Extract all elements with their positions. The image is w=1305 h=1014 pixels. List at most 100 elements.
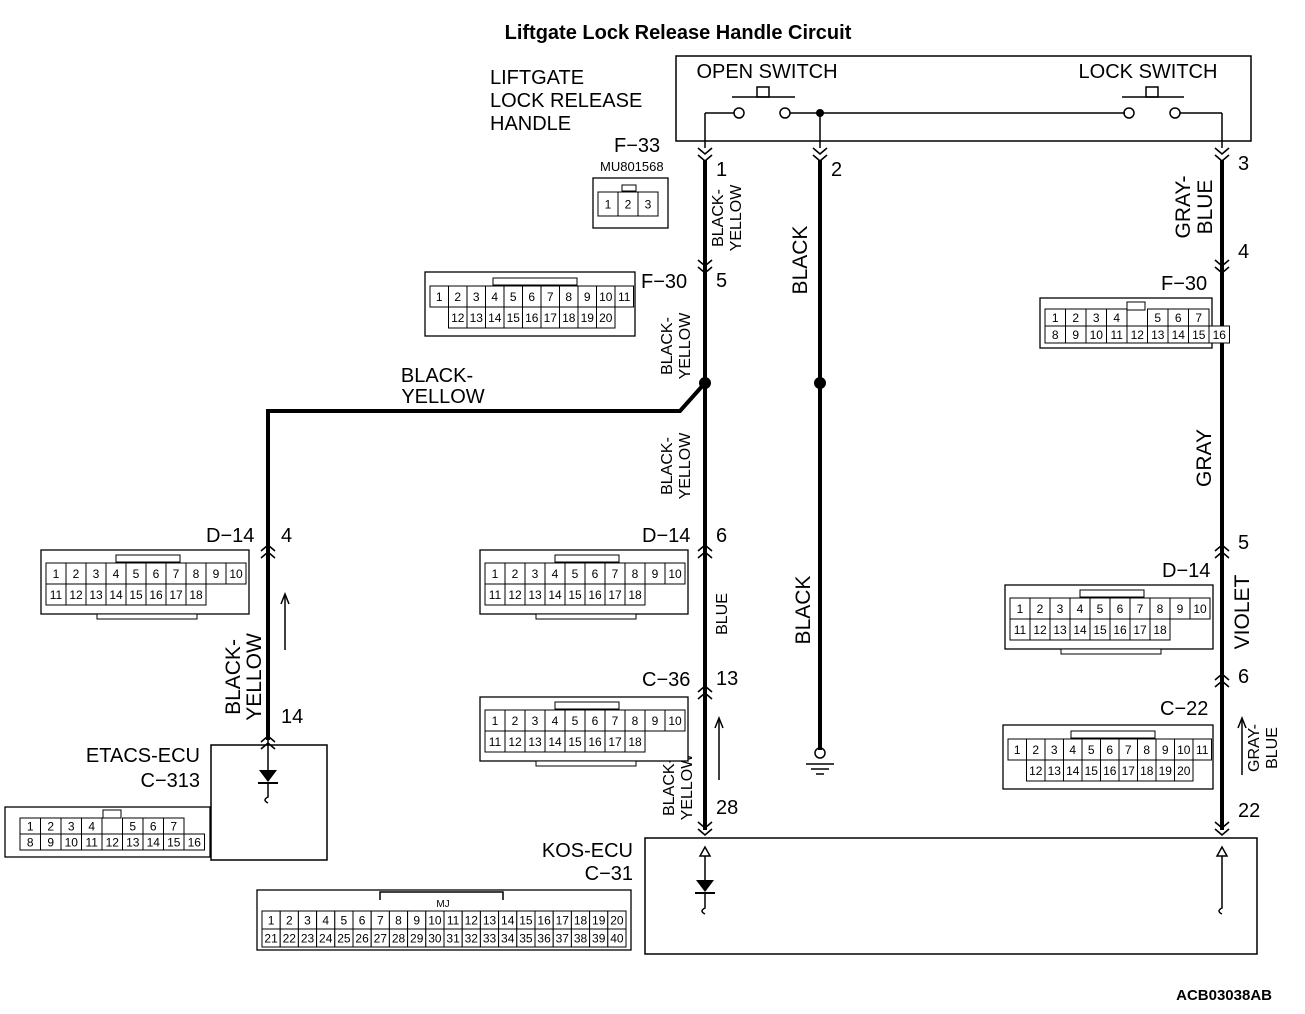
connector-pin-number: 18 — [189, 588, 203, 602]
connector-chevron — [260, 734, 276, 743]
wire-label-gray: GRAY — [1193, 429, 1216, 487]
current-arrow-icon — [714, 715, 724, 780]
connector-pin-number: 5 — [1154, 311, 1161, 325]
connector-pin-cell — [183, 833, 205, 851]
svg-text:BLACK-: BLACK- — [222, 639, 245, 715]
connector-pin-number: 14 — [548, 588, 562, 602]
connector-pin-number: 15 — [167, 836, 181, 850]
current-arrow-icon — [1237, 715, 1247, 775]
connector-pin-number: 14 — [488, 311, 502, 325]
connector-pin-number: 3 — [1051, 743, 1058, 757]
connector-pin-number: 8 — [1157, 602, 1164, 616]
pin-28: 28 — [716, 797, 738, 819]
connector-chevron — [812, 147, 828, 156]
svg-text:YELLOW: YELLOW — [677, 312, 694, 380]
connector-pin-number: 2 — [286, 914, 293, 928]
connector-f33-label: F−33 — [614, 135, 660, 157]
handle-label-line1: LIFTGATE — [490, 67, 584, 89]
connector-pin-number: 14 — [1073, 623, 1087, 637]
connector-chevron — [697, 259, 713, 268]
connector-pin-number: 11 — [50, 588, 63, 602]
connector-pin-number: 8 — [1143, 743, 1150, 757]
connector-d14-right-label: D−14 — [1162, 560, 1210, 582]
connector-pin-cell — [664, 709, 686, 732]
connector-pin-number: 16 — [188, 836, 202, 850]
connector-chevron — [1214, 550, 1230, 559]
connector-pin-number: 3 — [532, 567, 539, 581]
connector-chevron — [1214, 154, 1230, 163]
connector-pin-number: 19 — [581, 311, 595, 325]
pin-2: 2 — [831, 159, 842, 181]
connector-pin-number: 6 — [153, 567, 160, 581]
connector-pin-number: 2 — [47, 820, 54, 834]
pin-14: 14 — [281, 706, 303, 728]
connector-mj-label: MJ — [436, 899, 449, 910]
liftgate-handle-box — [675, 55, 1252, 142]
connector-chevron — [1214, 147, 1230, 156]
connector-pin-number: 7 — [612, 714, 619, 728]
connector-pin-number: 3 — [473, 290, 480, 304]
connector-pin-number: 12 — [1033, 623, 1047, 637]
connector-pin-number: 5 — [572, 567, 579, 581]
connector-pin-number: 8 — [632, 714, 639, 728]
connector-pin-number: 4 — [113, 567, 120, 581]
etacs-ecu-box — [210, 744, 328, 861]
connector-pin-number: 4 — [552, 567, 559, 581]
connector-pin-number: 5 — [1097, 602, 1104, 616]
connector-pin-number: 12 — [508, 735, 522, 749]
connector-pin-number: 10 — [599, 290, 613, 304]
splice-dot-left — [699, 377, 711, 389]
connector-pin-number: 31 — [446, 932, 460, 946]
connector-pin-number: 6 — [1117, 602, 1124, 616]
connector-pin-number: 10 — [1090, 328, 1104, 342]
pin-4-right: 4 — [1238, 241, 1249, 263]
connector-pin-number: 12 — [465, 914, 479, 928]
wire-label-blue: BLUE — [714, 593, 731, 635]
connector-pin-number: 40 — [610, 932, 624, 946]
connector-pin-number: 33 — [483, 932, 497, 946]
connector-pin-number: 16 — [1103, 764, 1117, 778]
connector-chevron — [697, 266, 713, 275]
lock-switch-symbol — [1122, 86, 1222, 119]
connector-pin-number: 10 — [65, 836, 79, 850]
connector-pin-number: 3 — [93, 567, 100, 581]
connector-pin-cell — [596, 306, 616, 329]
connector-pin-number: 4 — [322, 914, 329, 928]
connector-pin-number: 8 — [193, 567, 200, 581]
svg-text:BLUE: BLUE — [1264, 727, 1281, 769]
connector-pin-number: 13 — [483, 914, 497, 928]
connector-pin-number: 2 — [1072, 311, 1079, 325]
wire-label-black-yellow-etacs: BLACK- YELLOW — [222, 633, 266, 721]
connector-pin-number: 13 — [1151, 328, 1165, 342]
figure-code: ACB03038AB — [1176, 987, 1272, 1004]
connector-pin-number: 1 — [436, 290, 443, 304]
connector-pin-number: 24 — [319, 932, 333, 946]
connector-chevron — [260, 550, 276, 559]
connector-chevron — [1214, 259, 1230, 268]
connector-pin-number: 12 — [106, 836, 120, 850]
connector-chevron — [1214, 821, 1230, 830]
open-switch-symbol — [705, 86, 1125, 119]
connector-pin-number: 11 — [1111, 328, 1124, 342]
connector-pin-number: 8 — [1052, 328, 1059, 342]
connector-chevron — [1214, 543, 1230, 552]
pin-3: 3 — [1238, 153, 1249, 175]
connector-pin-number: 6 — [592, 714, 599, 728]
connector-pin-number: 9 — [213, 567, 220, 581]
wire-label-black-bottom: BLACK — [792, 576, 815, 645]
connector-pin-number: 38 — [574, 932, 588, 946]
connector-pin-number: 1 — [605, 198, 612, 212]
svg-text:BLUE: BLUE — [1194, 180, 1217, 235]
connector-pin-number: 4 — [1113, 311, 1120, 325]
connector-pin-cell — [225, 562, 247, 585]
pin-6-right: 6 — [1238, 666, 1249, 688]
connector-pin-number: 30 — [428, 932, 442, 946]
pin-5-right: 5 — [1238, 532, 1249, 554]
connector-pin-number: 3 — [304, 914, 311, 928]
connector-pin-number: 9 — [584, 290, 591, 304]
connector-pin-number: 20 — [599, 311, 613, 325]
connector-pin-cell — [1174, 759, 1194, 782]
